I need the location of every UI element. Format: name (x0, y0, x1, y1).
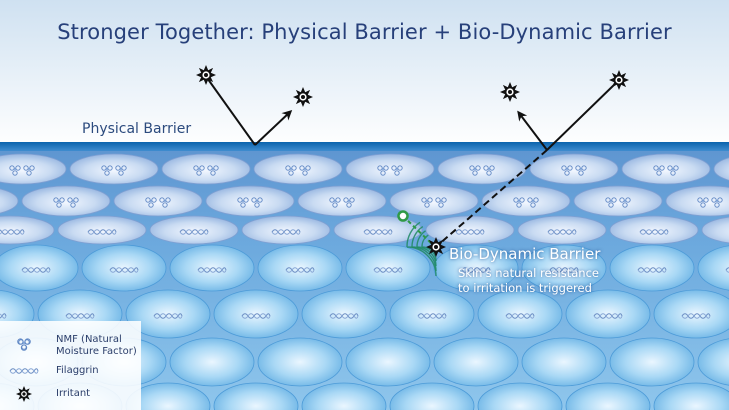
round-skin-cell (653, 382, 729, 410)
round-skin-cell (389, 382, 475, 410)
round-skin-cell (301, 382, 387, 410)
bio-dynamic-barrier-label: Bio-Dynamic Barrier (449, 245, 601, 263)
round-skin-cell (697, 338, 729, 386)
legend-irritant-label: Irritant (56, 388, 91, 399)
reflected-ray-right (517, 110, 548, 151)
flat-skin-cell (0, 153, 67, 185)
reflected-ray-left (254, 109, 293, 146)
round-skin-cell (257, 337, 343, 387)
receptor-dot-icon (397, 210, 409, 222)
irritant-legend-icon (16, 386, 32, 402)
flat-skin-cell (205, 185, 295, 217)
round-skin-cell (0, 244, 79, 292)
flat-skin-cell (573, 185, 663, 217)
irritant-icon (609, 70, 629, 90)
flat-skin-cell (345, 153, 435, 185)
round-skin-cell (609, 337, 695, 387)
flat-skin-cell (701, 216, 729, 244)
incoming-ray-right (546, 81, 618, 151)
incoming-ray-left (204, 74, 256, 146)
flat-skin-cell (69, 153, 159, 185)
round-skin-cell (213, 382, 299, 410)
legend-nmf-line1: NMF (Natural (56, 334, 122, 345)
legend-nmf-line2: Moisture Factor) (56, 346, 137, 357)
signal-wave-arc (406, 221, 437, 277)
bio-dynamic-description-line1: Skin's natural resistance (458, 266, 599, 280)
penetrating-ray-dashed (436, 149, 548, 247)
flat-skin-cell (253, 153, 343, 185)
physical-barrier-label: Physical Barrier (82, 121, 192, 137)
legend-filaggrin-label: Filaggrin (56, 365, 99, 376)
irritant-icon (196, 65, 216, 85)
flat-skin-cell (665, 185, 729, 217)
flat-skin-cell (161, 153, 251, 185)
skin-cell-layers (0, 153, 729, 410)
round-skin-cell (345, 337, 431, 387)
diagram-title: Stronger Together: Physical Barrier + Bi… (57, 20, 672, 44)
round-skin-cell (169, 337, 255, 387)
legend: NMF (Natural Moisture Factor) Filaggrin … (0, 321, 141, 410)
irritant-icon (293, 87, 313, 107)
round-skin-cell (521, 337, 607, 387)
nmf-cluster-icon (17, 338, 31, 351)
flat-skin-cell (21, 185, 111, 217)
flat-skin-cell (297, 185, 387, 217)
irritant-icon (426, 237, 446, 257)
round-skin-cell (565, 382, 651, 410)
flat-skin-cell (529, 153, 619, 185)
round-skin-cell (433, 337, 519, 387)
round-skin-cell (477, 382, 563, 410)
flat-skin-cell (621, 153, 711, 185)
flat-skin-cell (713, 157, 729, 181)
flat-skin-cell (0, 215, 55, 245)
flat-skin-cell (389, 185, 479, 217)
flat-skin-cell (0, 188, 19, 214)
sky-background (0, 0, 729, 148)
filaggrin-chain-icon (9, 368, 39, 374)
skin-surface-line (0, 142, 729, 151)
flat-skin-cell (113, 185, 203, 217)
bio-dynamic-description-line2: to irritation is triggered (458, 281, 592, 295)
irritant-icon (500, 82, 520, 102)
flat-skin-cell (481, 185, 571, 217)
round-skin-cell (697, 245, 729, 291)
